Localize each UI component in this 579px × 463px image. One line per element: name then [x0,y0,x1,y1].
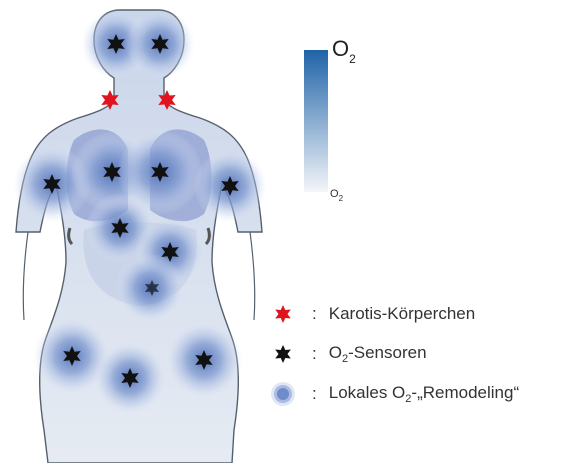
legend-item-o2-sensors: : O2-Sensoren [270,341,427,367]
legend-colon: : [312,344,317,364]
o2-scale-low-label: O2 [330,188,343,203]
legend-item-remodeling: : Lokales O2-„Remodeling“ [270,381,519,407]
legend-label-carotid: Karotis-Körperchen [329,304,475,324]
o2-scale-high-label: O2 [332,36,356,66]
legend-label-o2-sensors: O2-Sensoren [329,343,427,365]
legend-colon: : [312,304,317,324]
o2-gradient-scale [304,50,328,192]
black-star-icon [270,341,296,367]
blue-circle-icon [270,381,296,407]
red-star-icon [270,301,296,327]
legend-label-remodeling: Lokales O2-„Remodeling“ [329,383,519,405]
legend-colon: : [312,384,317,404]
remodeling-halos [14,10,266,414]
legend-item-carotid: : Karotis-Körperchen [270,301,475,327]
